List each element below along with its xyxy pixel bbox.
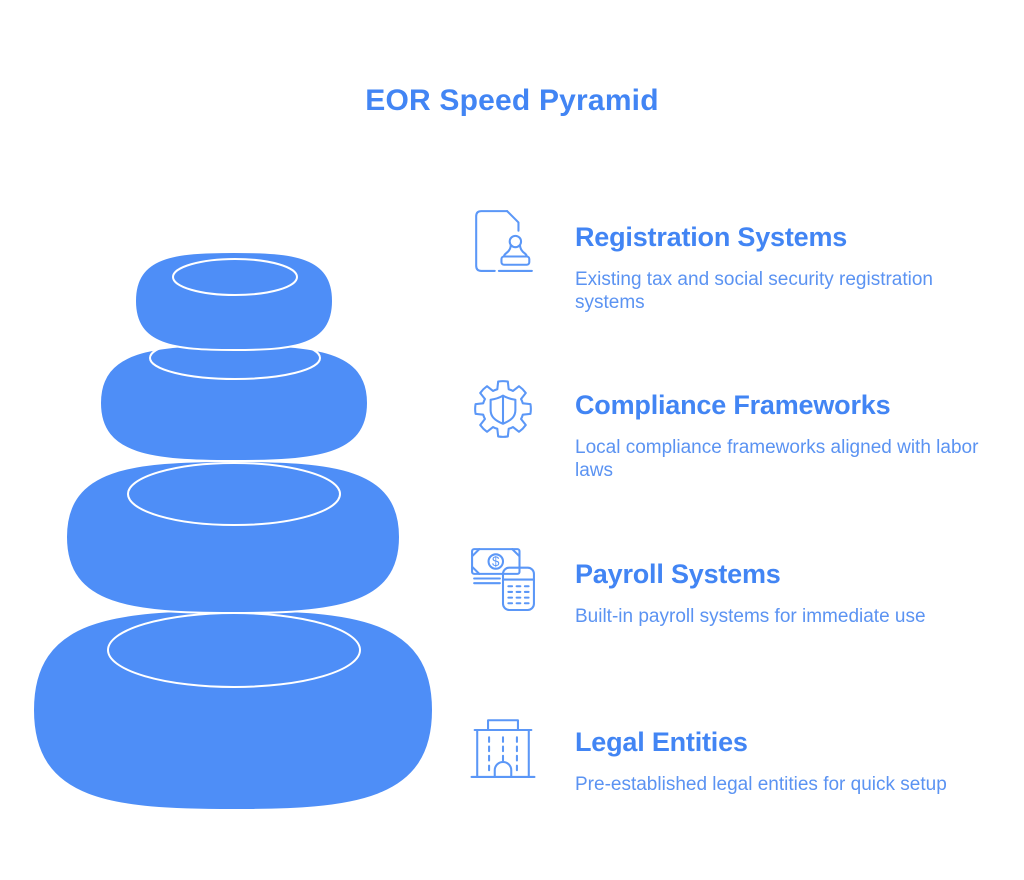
list-item-registration-systems: Registration Systems Existing tax and so…	[458, 200, 1003, 350]
stone-pyramid	[31, 250, 435, 812]
pyramid-level-3	[64, 459, 402, 615]
pyramid-level-1-rim	[172, 258, 298, 296]
gear-shield-icon	[470, 376, 536, 442]
building-icon	[470, 713, 536, 779]
item-description: Existing tax and social security registr…	[575, 269, 933, 313]
item-title: Legal Entities	[575, 727, 748, 757]
pyramid-level-3-rim	[127, 462, 341, 526]
item-description: Built-in payroll systems for immediate u…	[575, 606, 926, 627]
dollar-sign-glyph: $	[492, 554, 500, 569]
item-description: Pre-established legal entities for quick…	[575, 774, 947, 795]
pyramid-level-4	[31, 608, 435, 812]
page-title: EOR Speed Pyramid	[365, 84, 659, 118]
list-item-legal-entities: Legal Entities Pre-established legal ent…	[458, 705, 1003, 855]
pyramid-level-1	[133, 250, 335, 352]
money-calculator-icon: $	[470, 545, 536, 611]
item-title: Registration Systems	[575, 222, 848, 252]
item-title: Payroll Systems	[575, 559, 781, 589]
item-description: Local compliance frameworks aligned with…	[575, 437, 979, 481]
document-stamp-icon	[470, 208, 536, 274]
item-title: Compliance Frameworks	[575, 390, 891, 420]
list-item-payroll-systems: $ Payroll Systems Built-in payroll syste…	[458, 537, 1003, 687]
list-item-compliance-frameworks: Compliance Frameworks Local compliance f…	[458, 368, 1003, 518]
pyramid-level-2	[98, 343, 370, 463]
